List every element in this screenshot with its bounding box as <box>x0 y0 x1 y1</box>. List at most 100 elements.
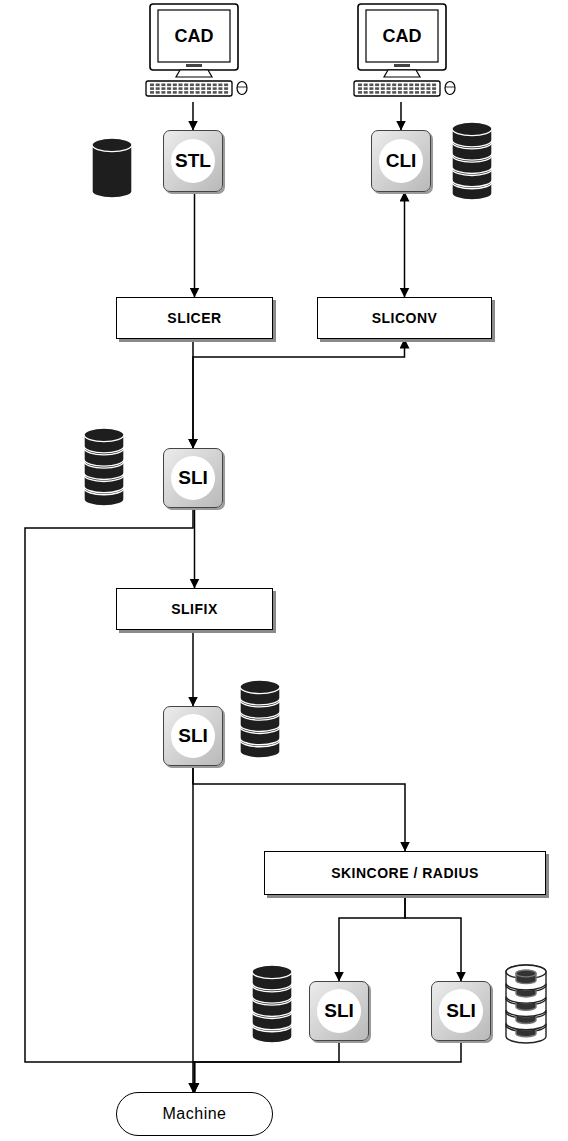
process-box: SLICONV <box>317 297 492 339</box>
mouse <box>237 82 247 95</box>
keyboard-key <box>179 91 183 94</box>
file-format-box: SLI <box>163 448 223 508</box>
keyboard-key <box>213 87 217 90</box>
disk-top <box>252 965 292 979</box>
keyboard-key <box>421 87 425 90</box>
disk-slice <box>252 965 292 990</box>
keyboard-key <box>207 87 211 90</box>
keyboard-key <box>364 84 368 87</box>
node-label: SLICER <box>167 310 221 326</box>
node-label: CLI <box>379 139 423 183</box>
keyboard-key <box>358 84 362 87</box>
disk-top <box>92 138 132 152</box>
mouse-button <box>237 87 247 88</box>
keyboard-key <box>196 84 200 87</box>
node-label: STL <box>171 139 215 183</box>
keyboard-key <box>184 87 188 90</box>
keyboard-key <box>156 91 160 94</box>
keyboard-key <box>398 91 402 94</box>
database-stack <box>84 428 124 506</box>
node-label: SLI <box>439 989 483 1033</box>
keyboard-key <box>358 91 362 94</box>
keyboard-key <box>156 84 160 87</box>
keyboard-key <box>358 87 362 90</box>
node-label: SLI <box>171 714 215 758</box>
keyboard-key <box>381 87 385 90</box>
keyboard-key <box>421 84 425 87</box>
cad-workstation: CAD <box>346 2 458 102</box>
keyboard-key <box>173 87 177 90</box>
monitor-stand <box>176 70 212 77</box>
file-format-box: STL <box>163 130 223 192</box>
monitor-stand <box>384 70 420 77</box>
disk-top <box>452 122 492 136</box>
keyboard-key <box>404 87 408 90</box>
node-label: SLIFIX <box>171 601 218 617</box>
keyboard-key <box>387 84 391 87</box>
keyboard-key <box>161 87 165 90</box>
keyboard-key <box>213 84 217 87</box>
keyboard-key <box>184 91 188 94</box>
keyboard-key <box>375 84 379 87</box>
keyboard-key <box>369 91 373 94</box>
keyboard-key <box>196 87 200 90</box>
file-format-box: SLI <box>431 981 491 1041</box>
monitor-screen <box>158 10 230 62</box>
monitor-screen <box>366 10 438 62</box>
keyboard-key <box>150 87 154 90</box>
database-stack <box>252 965 292 1043</box>
keyboard-key <box>190 91 194 94</box>
keyboard-key <box>179 84 183 87</box>
keyboard-key <box>213 91 217 94</box>
keyboard-key <box>392 91 396 94</box>
keyboard-key <box>426 84 430 87</box>
keyboard-key <box>381 84 385 87</box>
monitor-buttons <box>394 64 410 67</box>
keyboard-key <box>381 91 385 94</box>
keyboard-key <box>201 84 205 87</box>
keyboard-key <box>173 84 177 87</box>
node-label: SKINCORE / RADIUS <box>331 865 479 881</box>
keyboard-key <box>167 87 171 90</box>
flow-arrow <box>405 895 461 981</box>
keyboard-key <box>426 87 430 90</box>
keyboard-key <box>369 84 373 87</box>
keyboard-key <box>392 84 396 87</box>
keyboard-key <box>161 91 165 94</box>
flow-arrow <box>194 192 196 297</box>
keyboard-key <box>218 87 222 90</box>
keyboard-key <box>398 84 402 87</box>
flow-arrow <box>192 766 194 1092</box>
keyboard-key <box>415 91 419 94</box>
keyboard <box>146 81 232 96</box>
disk-top <box>84 428 124 442</box>
file-format-box: SLI <box>163 706 223 766</box>
keyboard-key <box>432 87 436 90</box>
node-label: SLI <box>317 989 361 1033</box>
flow-arrow <box>195 1041 462 1092</box>
flow-arrow <box>404 192 406 297</box>
monitor-buttons <box>186 64 202 67</box>
keyboard-key <box>173 91 177 94</box>
keyboard-key <box>415 84 419 87</box>
disk-slice <box>452 122 492 147</box>
keyboard-key <box>387 87 391 90</box>
keyboard-key <box>364 91 368 94</box>
computer-icon <box>346 2 458 102</box>
keyboard-key <box>207 91 211 94</box>
monitor-frame <box>358 4 446 70</box>
flow-arrow <box>193 339 405 448</box>
cad-workstation: CAD <box>138 2 250 102</box>
disk-slice <box>240 680 280 705</box>
flow-arrow <box>193 766 405 851</box>
keyboard-key <box>364 87 368 90</box>
keyboard-key <box>432 84 436 87</box>
flow-arrow <box>400 102 402 130</box>
mouse <box>445 82 455 95</box>
disk-top <box>506 965 546 979</box>
flow-arrow <box>195 1041 340 1092</box>
mouse-button <box>445 87 455 88</box>
disk-slice <box>516 970 536 984</box>
